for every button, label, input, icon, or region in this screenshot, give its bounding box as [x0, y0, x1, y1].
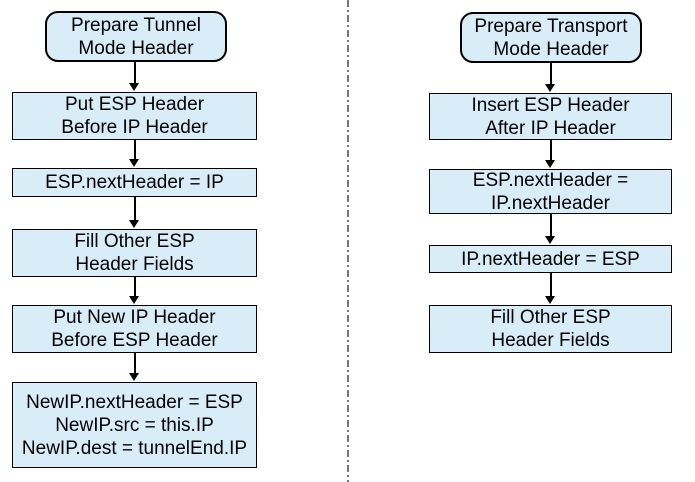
node-put-new-ip-header-before-esp-header: Put New IP Header Before ESP Header	[12, 305, 257, 353]
node-label: Prepare Tunnel Mode Header	[71, 14, 201, 59]
down-arrow-icon	[545, 63, 556, 92]
node-label: Put New IP Header Before ESP Header	[51, 307, 218, 351]
down-arrow-icon	[545, 214, 556, 244]
node-insert-esp-header-after-ip-header: Insert ESP Header After IP Header	[429, 93, 672, 140]
node-label: Fill Other ESP Header Fields	[490, 307, 611, 351]
down-arrow-icon	[129, 62, 140, 91]
node-put-esp-header-before-ip-header: Put ESP Header Before IP Header	[12, 92, 257, 140]
down-arrow-icon	[129, 277, 140, 304]
node-esp-nextheader-equals-ip: ESP.nextHeader = IP	[12, 168, 257, 197]
node-label: IP.nextHeader = ESP	[461, 248, 640, 270]
node-label: ESP.nextHeader = IP	[45, 172, 224, 193]
node-label: Put ESP Header Before IP Header	[61, 94, 208, 138]
column-divider	[347, 0, 349, 482]
down-arrow-icon	[129, 353, 140, 381]
down-arrow-icon	[545, 273, 556, 304]
node-newip-field-assignments: NewIP.nextHeader = ESP NewIP.src = this.…	[12, 382, 257, 468]
down-arrow-icon	[129, 197, 140, 228]
down-arrow-icon	[545, 140, 556, 168]
node-prepare-tunnel-mode-header: Prepare Tunnel Mode Header	[45, 11, 227, 62]
node-label: ESP.nextHeader = IP.nextHeader	[472, 169, 629, 214]
node-esp-nextheader-equals-ip-nextheader: ESP.nextHeader = IP.nextHeader	[429, 169, 672, 214]
node-ip-nextheader-equals-esp: IP.nextHeader = ESP	[429, 245, 672, 273]
node-label: NewIP.nextHeader = ESP NewIP.src = this.…	[21, 391, 248, 459]
node-label: Insert ESP Header After IP Header	[471, 94, 630, 139]
down-arrow-icon	[129, 140, 140, 167]
node-prepare-transport-mode-header: Prepare Transport Mode Header	[460, 12, 642, 63]
node-fill-other-esp-header-fields-tunnel: Fill Other ESP Header Fields	[12, 229, 257, 277]
node-label: Prepare Transport Mode Header	[474, 15, 628, 60]
node-fill-other-esp-header-fields-transport: Fill Other ESP Header Fields	[429, 305, 672, 353]
node-label: Fill Other ESP Header Fields	[74, 231, 195, 275]
